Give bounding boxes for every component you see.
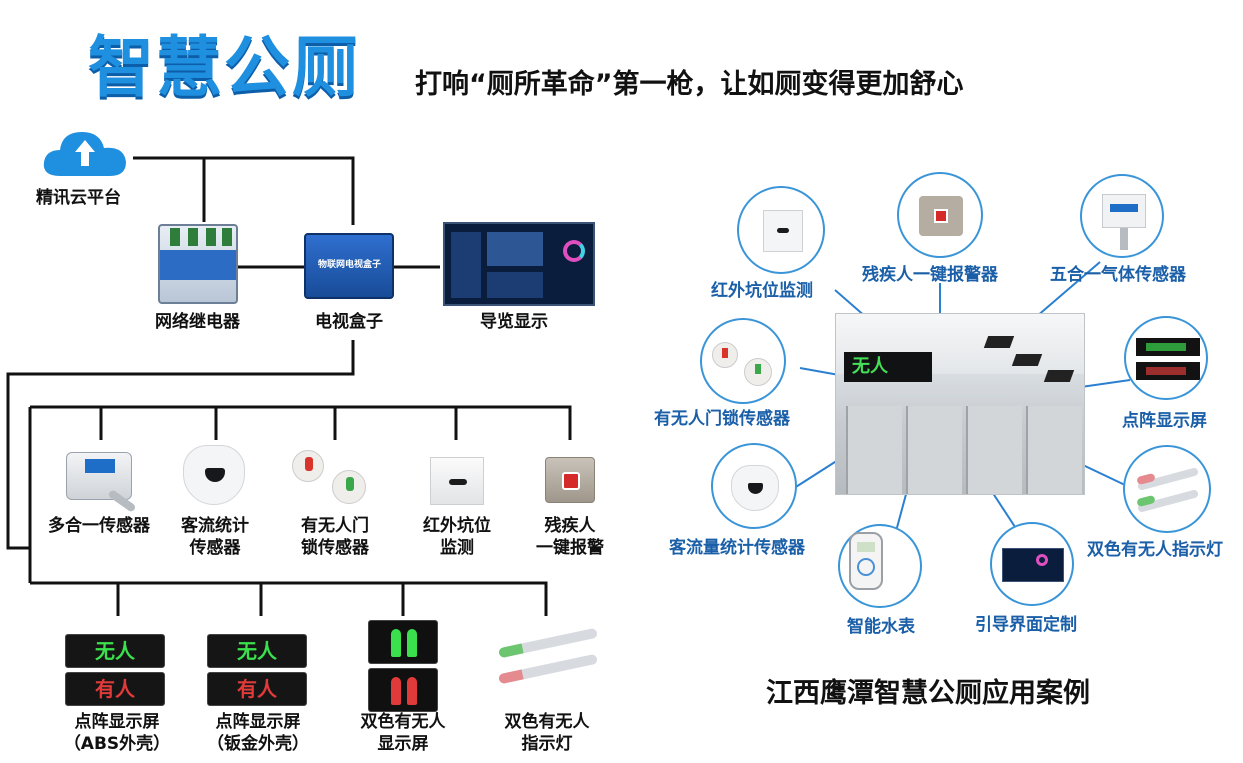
tvbox-label: 电视盒子 [315, 312, 383, 332]
flow-sensor-device [183, 445, 245, 505]
panic-label-line1: 残疾人 [544, 516, 596, 536]
flow-sensor-label-line2: 传感器 [189, 538, 241, 558]
case-dual-label: 双色有无人指示灯 [1087, 540, 1223, 560]
flow-sensor-label: 客流统计 传感器 [174, 515, 256, 559]
case-ir-circle [737, 186, 825, 274]
case-gas-circle [1080, 174, 1164, 258]
display-label: 导览显示 [480, 312, 548, 332]
multi-sensor-device [66, 452, 137, 513]
dual-screen-line2: 显示屏 [377, 734, 429, 754]
case-meter-label: 智能水表 [847, 617, 915, 637]
ir-label-line1: 红外坑位 [423, 516, 491, 536]
cloud-label: 精讯云平台 [36, 188, 121, 208]
ir-sensor-label: 红外坑位 监测 [414, 515, 500, 559]
dual-screen-green [368, 620, 438, 664]
panic-label-line2: 一键报警 [536, 538, 604, 558]
case-guide-circle [990, 522, 1074, 606]
indicator-light-line2: 指示灯 [521, 734, 573, 754]
photo-dot-sign: 无人 [844, 352, 932, 382]
page-title: 智慧公厕 [88, 29, 360, 106]
dot-sign-abs-occupied: 有人 [65, 672, 165, 706]
case-flow-label: 客流量统计传感器 [669, 538, 805, 558]
indicator-light-label: 双色有无人 指示灯 [494, 711, 600, 755]
ir-sensor-device [430, 457, 484, 505]
display-device [443, 222, 595, 306]
dot-screen-abs-line1: 点阵显示屏 [74, 712, 160, 732]
door-lock-label-line1: 有无人门 [301, 516, 369, 536]
case-dot-label: 点阵显示屏 [1122, 411, 1207, 431]
case-dual-circle [1123, 445, 1211, 533]
panic-button-label: 残疾人 一键报警 [528, 515, 612, 559]
door-lock-label-line2: 锁传感器 [301, 538, 369, 558]
dot-screen-metal-line2: （钣金外壳） [207, 734, 309, 754]
case-guide-label: 引导界面定制 [975, 615, 1077, 635]
dot-screen-metal-line1: 点阵显示屏 [215, 712, 301, 732]
dot-screen-abs-label: 点阵显示屏 （ABS外壳） [58, 711, 176, 755]
case-lock-circle [700, 318, 786, 404]
flow-sensor-label-line1: 客流统计 [181, 516, 249, 536]
dot-screen-abs-line2: （ABS外壳） [63, 734, 171, 754]
dot-sign-abs-vacant: 无人 [65, 634, 165, 668]
case-panic-circle [897, 172, 983, 258]
relay-device [158, 224, 238, 304]
case-panic-label: 残疾人一键报警器 [862, 265, 998, 285]
door-lock-sensor-label: 有无人门 锁传感器 [293, 515, 377, 559]
dual-screen-label: 双色有无人 显示屏 [350, 711, 456, 755]
page-subtitle: 打响“厕所革命”第一枪，让如厕变得更加舒心 [415, 69, 964, 100]
restroom-photo: 无人 [835, 313, 1085, 495]
case-lock-label: 有无人门锁传感器 [654, 409, 790, 429]
tvbox-device: 物联网电视盒子 [304, 233, 394, 299]
dual-screen-line1: 双色有无人 [360, 712, 446, 732]
case-title: 江西鹰潭智慧公厕应用案例 [766, 678, 1090, 709]
relay-label: 网络继电器 [155, 312, 240, 332]
dot-sign-metal-vacant: 无人 [207, 634, 307, 668]
cloud-upload-icon [43, 132, 126, 176]
case-dot-circle [1124, 316, 1208, 400]
dot-screen-metal-label: 点阵显示屏 （钣金外壳） [198, 711, 318, 755]
case-ir-label: 红外坑位监测 [711, 281, 813, 301]
water-meter-device [849, 532, 883, 590]
dual-screen-red [368, 668, 438, 712]
panic-button-device [545, 457, 595, 503]
ir-label-line2: 监测 [440, 538, 474, 558]
dot-sign-metal-occupied: 有人 [207, 672, 307, 706]
multi-sensor-label: 多合一传感器 [48, 516, 150, 536]
case-flow-circle [711, 443, 797, 529]
tvbox-face-text: 物联网电视盒子 [318, 260, 382, 270]
indicator-light-line1: 双色有无人 [504, 712, 590, 732]
door-lock-sensor-device [292, 450, 376, 506]
case-gas-label: 五合一气体传感器 [1050, 265, 1186, 285]
